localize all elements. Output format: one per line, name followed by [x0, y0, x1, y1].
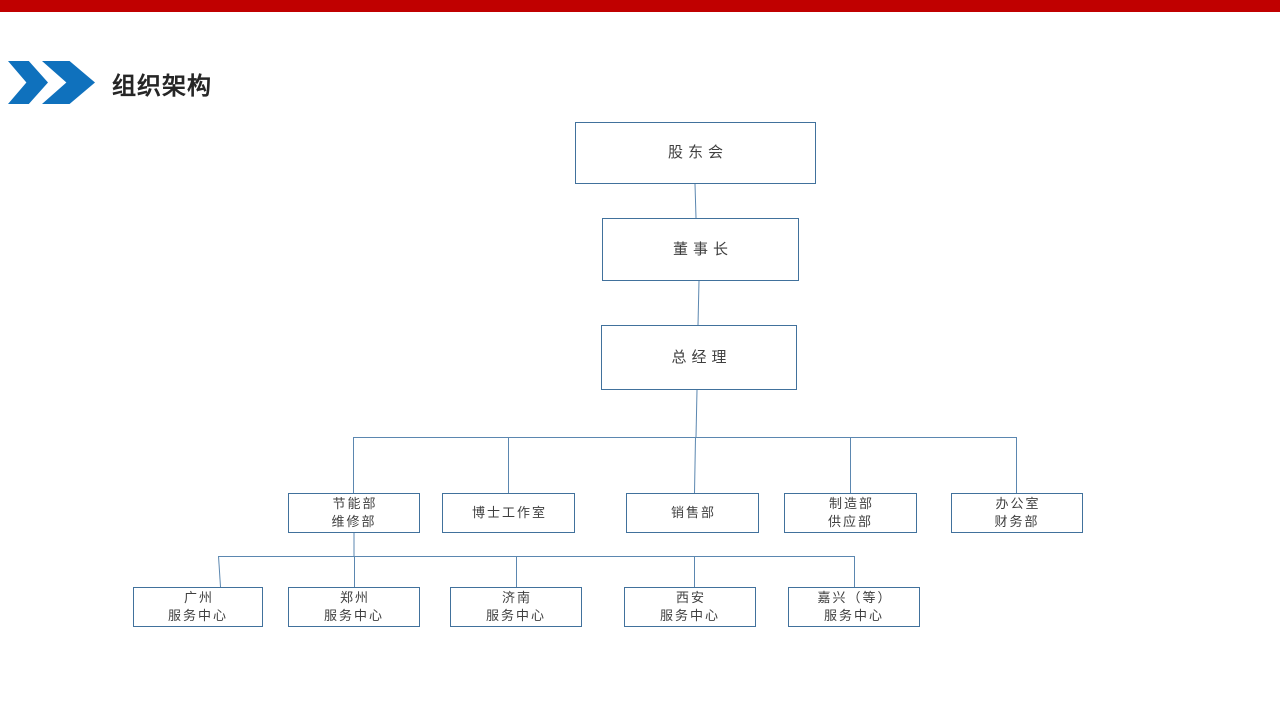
connector-gm-bus — [695, 389, 698, 438]
org-node-office-finance-dept: 办公室 财务部 — [951, 493, 1083, 533]
org-node-zhengzhou-service-center: 郑州 服务中心 — [288, 587, 420, 627]
org-node-chairman: 董事长 — [602, 218, 799, 281]
chevron-right-icon — [8, 61, 48, 104]
connector-bus2-sc1 — [218, 555, 221, 588]
org-node-doctor-studio: 博士工作室 — [442, 493, 575, 533]
org-node-general-manager: 总经理 — [601, 325, 797, 390]
org-node-sales-dept: 销售部 — [626, 493, 759, 533]
org-node-manufacturing-supply-dept: 制造部 供应部 — [784, 493, 917, 533]
connector-shareholders-chairman — [694, 183, 697, 219]
org-node-xian-service-center: 西安 服务中心 — [624, 587, 756, 627]
org-node-energy-maintenance-dept: 节能部 维修部 — [288, 493, 420, 533]
chevron-right-icon — [42, 61, 95, 104]
page-title: 组织架构 — [112, 73, 212, 100]
org-node-jinan-service-center: 济南 服务中心 — [450, 587, 582, 627]
org-node-guangzhou-service-center: 广州 服务中心 — [133, 587, 263, 627]
connector-bus1-dept3 — [694, 436, 696, 494]
top-accent-bar — [0, 0, 1280, 12]
org-node-shareholders-meeting: 股东会 — [575, 122, 816, 184]
org-node-jiaxing-service-center: 嘉兴（等） 服务中心 — [788, 587, 920, 627]
connector-chairman-gm — [697, 280, 700, 326]
